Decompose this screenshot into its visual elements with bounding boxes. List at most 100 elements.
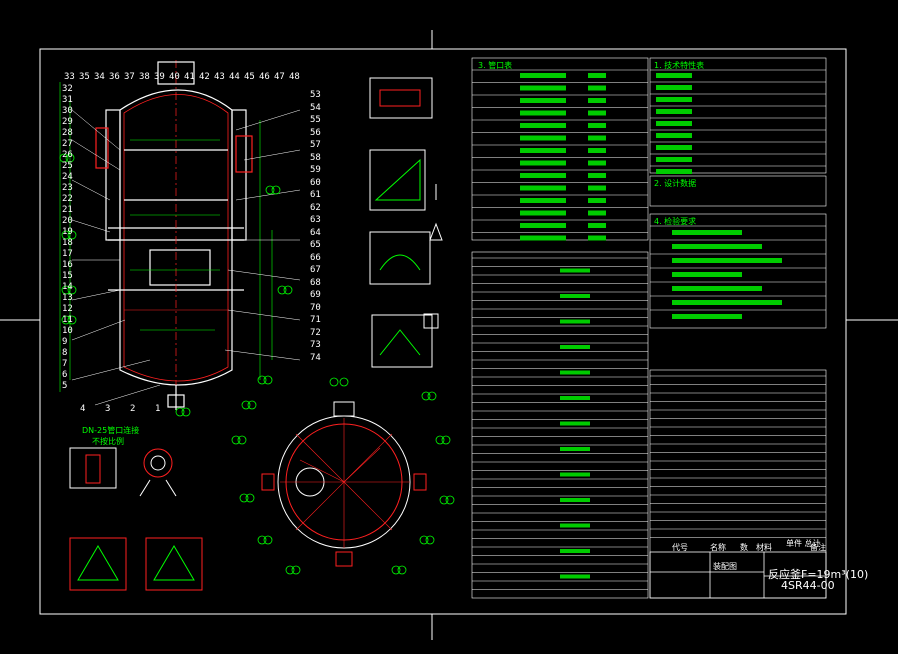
part-number-label: 70	[310, 302, 321, 313]
bom-cell-fill	[560, 523, 590, 528]
part-number-label: 4	[80, 404, 86, 414]
table-cell-fill	[588, 185, 606, 191]
drawing-title: 反应釜F=19m³(10)	[768, 568, 869, 581]
part-number-label: 45	[244, 72, 255, 82]
bom-cell-fill	[560, 294, 590, 298]
plan-nozzle-marks	[231, 377, 455, 575]
table-cell-fill	[656, 169, 692, 174]
dimension-lines	[59, 82, 273, 392]
part-number-label: 19	[62, 227, 73, 237]
plan-view	[261, 401, 427, 567]
part-number-label: 13	[62, 293, 73, 303]
table-cell-fill	[520, 235, 566, 241]
part-number-label: 23	[62, 183, 73, 193]
table-cell-fill	[520, 135, 566, 141]
part-number-label: 41	[184, 72, 195, 82]
bom-cell-fill	[560, 549, 590, 553]
tech-char-title: 1. 技术特性表	[654, 61, 705, 70]
detail-dn-label: DN-25管口连接	[82, 426, 140, 435]
table-cell-fill	[656, 121, 692, 126]
part-number-label: 47	[274, 72, 285, 82]
bom-cell-fill	[560, 396, 590, 400]
part-number-label: 35	[79, 72, 90, 82]
part-number-label: 59	[310, 165, 321, 175]
leader-lines	[71, 109, 301, 406]
part-number-label: 46	[259, 72, 270, 82]
part-number-label: 12	[62, 304, 73, 314]
nozzle-table-title: 3. 管口表	[478, 61, 513, 70]
part-number-label: 25	[62, 161, 73, 171]
tech-table-rows	[650, 69, 826, 319]
table-cell-fill	[656, 85, 692, 90]
part-number-label: 20	[62, 216, 73, 226]
drawing-frame	[0, 30, 898, 640]
part-number-label: 29	[62, 117, 73, 127]
part-number-label: 24	[62, 172, 73, 182]
part-number-label: 11	[62, 315, 73, 325]
part-number-label: 10	[62, 326, 73, 336]
table-cell-fill	[520, 160, 566, 166]
part-number-label: 9	[62, 337, 68, 347]
table-cell-fill	[520, 110, 566, 116]
part-number-label: 55	[310, 115, 321, 125]
table-cell-fill	[520, 223, 566, 228]
part-number-label: 61	[310, 190, 321, 200]
table-cell-fill	[588, 160, 606, 166]
title-block	[649, 551, 827, 599]
part-number-label: 1	[155, 404, 161, 414]
part-number-label: 42	[199, 72, 210, 82]
part-number-label: 68	[310, 277, 321, 288]
part-number-label: 2	[130, 404, 136, 414]
table-cell-fill	[588, 148, 606, 153]
table-cell-fill	[656, 109, 692, 114]
bom-cell-fill	[560, 574, 590, 579]
part-number-label: 69	[310, 290, 321, 300]
bom-cell-fill	[560, 319, 590, 324]
part-number-label: 40	[169, 72, 180, 82]
table-cell-fill	[520, 148, 566, 153]
part-number-label: 6	[62, 370, 68, 380]
bom-cell-fill	[560, 447, 590, 451]
part-number-label: 28	[62, 128, 73, 138]
part-number-label: 58	[310, 152, 321, 163]
part-number-label: 33	[64, 72, 75, 82]
part-number-label: 43	[214, 72, 225, 82]
detail-views	[369, 77, 443, 368]
drawing-name: 装配图	[713, 562, 737, 571]
table-cell-fill	[520, 123, 566, 128]
part-number-label: 44	[229, 72, 240, 82]
detail-scale-label: 不按比例	[92, 437, 124, 446]
part-number-label: 64	[310, 227, 321, 238]
table-cell-fill	[520, 98, 566, 103]
part-number-label: 72	[310, 327, 321, 338]
bom-weight-header: 单件 总计	[786, 539, 821, 548]
part-number-label: 38	[139, 72, 150, 82]
part-number-label: 65	[310, 240, 321, 250]
bom-rows	[472, 257, 826, 590]
part-number-label: 67	[310, 265, 321, 275]
bottom-left-details	[69, 447, 203, 591]
part-number-label: 63	[310, 215, 321, 225]
table-cell-fill	[588, 210, 606, 216]
part-number-label: 60	[310, 177, 321, 188]
table-cell-fill	[588, 73, 606, 78]
table-cell-fill	[672, 258, 782, 263]
table-cell-fill	[672, 300, 782, 305]
weld-marks	[59, 153, 293, 417]
part-number-label: 48	[289, 72, 300, 82]
part-number-label: 26	[62, 150, 73, 160]
table-cell-fill	[588, 85, 606, 91]
table-cell-fill	[520, 85, 566, 91]
table-cell-fill	[588, 123, 606, 128]
part-number-label: 15	[62, 271, 73, 281]
table-cell-fill	[588, 98, 606, 103]
part-number-label: 31	[62, 95, 73, 105]
part-number-label: 74	[310, 352, 321, 363]
part-number-label: 8	[62, 348, 68, 358]
table-cell-fill	[520, 198, 566, 203]
bom-name-header: 名称	[710, 543, 726, 552]
part-number-label: 71	[310, 315, 321, 325]
part-number-label: 18	[62, 238, 73, 248]
bom-cell-fill	[560, 370, 590, 375]
